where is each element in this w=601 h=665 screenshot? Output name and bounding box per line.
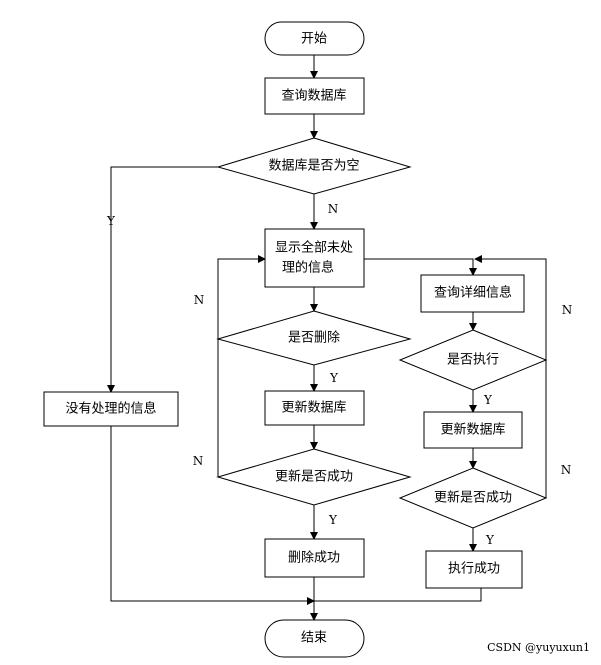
delete-yes-label: Y (329, 371, 339, 385)
no-info-box (43, 391, 179, 427)
show-all-label-2: 理的信息 (282, 260, 334, 276)
show-all-label-1: 显示全部未处 (275, 240, 353, 256)
exec-ok-label: 执行成功 (448, 562, 500, 577)
update-db-right-box (423, 411, 523, 449)
end-terminal (264, 619, 365, 658)
query-db-box (264, 77, 365, 115)
no-info-label: 没有处理的信息 (65, 401, 156, 417)
empty-yes-label: Y (106, 214, 116, 228)
show-all-box (264, 228, 365, 288)
exec-yes-label: Y (483, 393, 493, 407)
db-empty-decision (216, 137, 412, 195)
node-labels: 开始 查询数据库 数据库是否为空 显示全部未处 理的信息 没有处理的信息 是否删… (65, 32, 512, 646)
delete-ok-box (264, 538, 365, 578)
edge-show-to-detail (364, 258, 477, 276)
update-ok-right-decision (398, 467, 548, 529)
update-db-left-label: 更新数据库 (281, 400, 346, 416)
update-right-yes-label: Y (485, 533, 495, 547)
delete-ok-label: 删除成功 (288, 551, 340, 566)
exec-decision (398, 329, 548, 391)
update-left-yes-label: Y (328, 513, 338, 527)
edge-noinfo-to-merge (110, 426, 315, 605)
delete-no-label: N (194, 293, 205, 307)
update-db-left-box (264, 390, 365, 426)
edge-labels: Y N N Y N Y N Y N Y (106, 202, 572, 547)
edges (107, 55, 547, 621)
update-left-no-label: N (193, 454, 204, 468)
edge-exec-no (474, 255, 547, 360)
exec-label: 是否执行 (447, 353, 499, 368)
nodes (43, 21, 548, 658)
watermark: CSDN @yuyuxun1 (487, 641, 590, 654)
delete-label: 是否删除 (288, 331, 340, 346)
update-ok-left-decision (216, 448, 412, 506)
start-label: 开始 (301, 32, 327, 47)
db-empty-label: 数据库是否为空 (268, 158, 359, 174)
query-detail-box (420, 274, 525, 313)
update-ok-left-label: 更新是否成功 (275, 469, 353, 485)
query-db-label: 查询数据库 (281, 88, 346, 104)
exec-ok-box (425, 550, 523, 589)
update-right-no-label: N (561, 463, 572, 477)
update-ok-right-label: 更新是否成功 (434, 490, 512, 506)
query-detail-label: 查询详细信息 (434, 285, 512, 301)
edge-empty-yes (107, 166, 218, 393)
exec-no-label: N (562, 303, 573, 317)
update-db-right-label: 更新数据库 (440, 422, 505, 438)
delete-decision (216, 310, 412, 366)
empty-no-label: N (328, 202, 339, 216)
edge-execok-to-merge (314, 588, 482, 602)
end-label: 结束 (301, 631, 327, 646)
start-terminal (264, 21, 365, 56)
